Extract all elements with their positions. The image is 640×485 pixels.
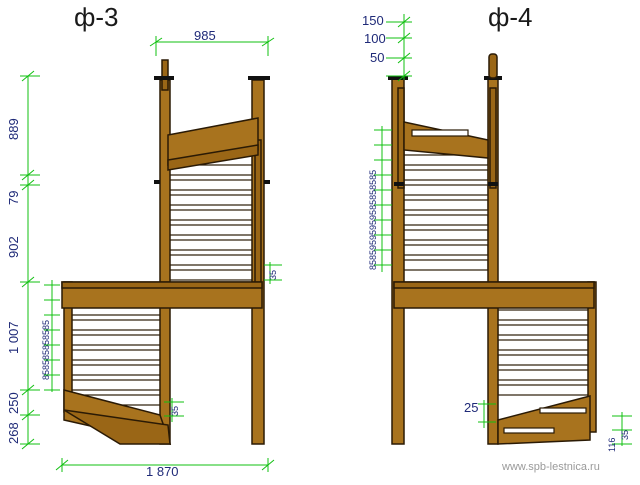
left-tread: [167, 224, 259, 236]
right-tread: [497, 369, 591, 381]
left-post-top: [161, 59, 169, 91]
right-finial: [488, 53, 498, 79]
right-tread: [401, 199, 489, 211]
left-bolt: [154, 180, 160, 184]
right-tread: [401, 184, 489, 196]
left-tread: [167, 239, 259, 251]
left-lower-treads: [69, 304, 163, 406]
right-tread: [401, 259, 489, 271]
right-outer-rail: [489, 87, 497, 189]
right-bottom-116: 116: [607, 438, 617, 452]
right-tread: [497, 309, 591, 321]
left-title: ф-3: [74, 2, 119, 32]
right-step-small: 25: [464, 400, 478, 415]
right-upper-treads: [401, 154, 489, 271]
left-tread: [167, 179, 259, 191]
right-bolt: [488, 182, 498, 186]
right-tread: [497, 354, 591, 366]
right-inner-rail: [397, 87, 405, 189]
left-post-cap: [154, 76, 174, 80]
right-bolt: [394, 182, 404, 186]
left-bottom-winder-face: [63, 409, 171, 445]
right-lower-treads: [497, 309, 591, 396]
right-tread: [401, 214, 489, 226]
right-winder-slot: [411, 129, 469, 137]
left-tread: [167, 269, 259, 281]
right-tread: [497, 339, 591, 351]
left-tread: [167, 254, 259, 266]
left-tread: [69, 349, 163, 361]
left-tread-small: 35: [268, 270, 278, 280]
right-tread: [401, 244, 489, 256]
left-upper-treads: [167, 164, 259, 281]
left-height-6: 268: [6, 422, 21, 444]
left-height-2: 79: [6, 191, 21, 205]
right-bottom-slot: [503, 427, 555, 434]
left-tread: [69, 364, 163, 376]
left-tread: [167, 194, 259, 206]
right-top-150: 150: [362, 13, 384, 28]
left-tread: [69, 334, 163, 346]
left-tread: [69, 319, 163, 331]
right-tread: [497, 324, 591, 336]
left-side-stack: 858585858585: [41, 320, 51, 380]
left-upper-winder-edge: [167, 144, 259, 171]
right-bottom-slot: [539, 407, 587, 414]
left-tread: [167, 209, 259, 221]
right-post-cap: [388, 76, 408, 80]
right-dimensions: 150 100 50 85859595959585858585 25 116 3…: [362, 13, 632, 452]
right-tread: [401, 229, 489, 241]
right-side-stack: 85859595959585858585: [368, 170, 378, 270]
left-post-cap: [248, 76, 270, 80]
right-tread: [401, 169, 489, 181]
right-top-50: 50: [370, 50, 384, 65]
right-bottom-35: 35: [620, 430, 630, 440]
left-tread: [69, 379, 163, 391]
left-outer-rail: [254, 139, 262, 301]
left-bolt: [264, 180, 270, 184]
left-height-4: 1 007: [6, 321, 21, 354]
left-landing-top: [61, 281, 263, 289]
right-title: ф-4: [488, 2, 533, 32]
left-bottom-width: 1 870: [146, 464, 179, 479]
left-height-5: 250: [6, 392, 21, 414]
left-height-3: 902: [6, 236, 21, 258]
left-dimensions: 985 1 870 889 79 902 1 007 250 268: [6, 28, 282, 479]
right-landing-top: [393, 281, 595, 289]
left-top-width: 985: [194, 28, 216, 43]
right-bottom-winder: [497, 395, 591, 445]
left-bottom-step: 35: [170, 406, 180, 416]
right-upper-winder: [403, 121, 489, 159]
right-top-100: 100: [364, 31, 386, 46]
right-tread: [497, 384, 591, 396]
website-label: www.spb-lestnica.ru: [501, 461, 600, 473]
left-height-1: 889: [6, 118, 21, 140]
